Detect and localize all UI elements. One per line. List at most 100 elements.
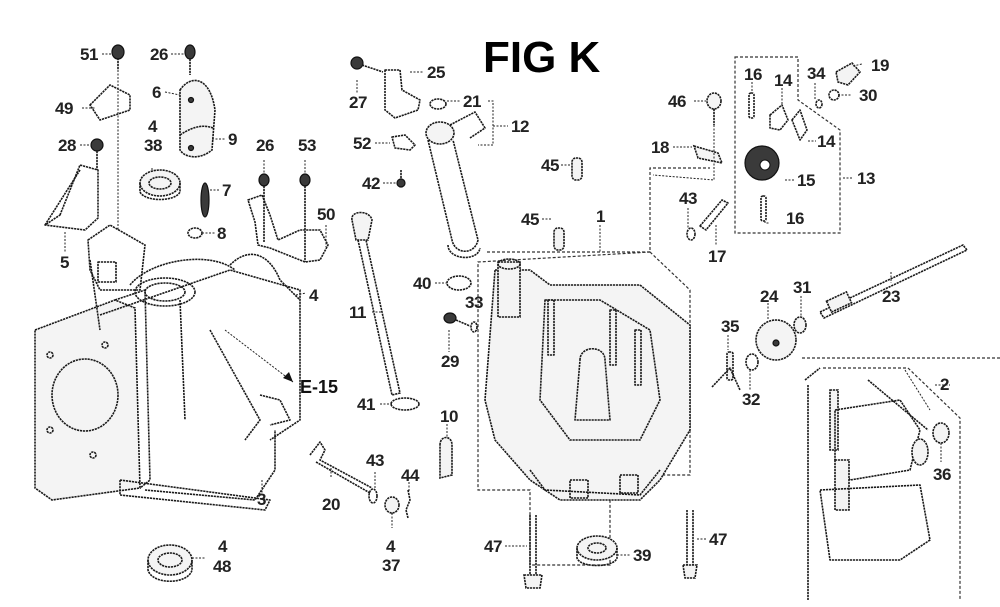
- callout-16[interactable]: 16: [744, 65, 762, 84]
- callout-34[interactable]: 34: [807, 64, 826, 83]
- callout-2[interactable]: 2: [940, 375, 950, 394]
- clip-44: [405, 489, 411, 519]
- callout-18[interactable]: 18: [651, 138, 669, 157]
- callout-9[interactable]: 9: [228, 130, 238, 149]
- e15-arrow-line: [224, 329, 294, 383]
- washer-43-governor: [368, 488, 378, 504]
- callout-52[interactable]: 52: [353, 134, 371, 153]
- callout-6[interactable]: 6: [152, 83, 162, 102]
- callout-40[interactable]: 40: [413, 274, 431, 293]
- bolt-42: [396, 170, 406, 188]
- pin-16-b: [760, 195, 767, 222]
- callout-3[interactable]: 3: [257, 490, 267, 509]
- shaft-23: [819, 244, 968, 319]
- part-10: [439, 436, 453, 480]
- callout-44[interactable]: 44: [401, 466, 420, 485]
- part-52: [391, 134, 416, 151]
- dowel-pin-45-b: [553, 227, 565, 251]
- part-4-governor-holder: [87, 224, 146, 291]
- callout-19[interactable]: 19: [871, 56, 889, 75]
- bolt-47-left: [523, 515, 543, 589]
- o-ring-41: [390, 397, 420, 411]
- callout-16[interactable]: 16: [786, 209, 804, 228]
- part-50-bracket: [247, 173, 329, 263]
- callout-11[interactable]: 11: [349, 303, 367, 322]
- callout-14[interactable]: 14: [774, 71, 793, 90]
- callout-17[interactable]: 17: [708, 247, 726, 266]
- part-6-plate: [179, 79, 216, 158]
- callout-37[interactable]: 37: [382, 556, 400, 575]
- callout-4[interactable]: 4: [309, 286, 320, 305]
- cylinder-block: [34, 253, 301, 511]
- bolt-46: [706, 92, 722, 125]
- callout-23[interactable]: 23: [882, 287, 900, 306]
- part-34: [815, 99, 823, 109]
- callout-8[interactable]: 8: [217, 224, 227, 243]
- breather-assembly-2: [804, 367, 931, 600]
- oil-seal-39: [576, 535, 618, 567]
- callout-28[interactable]: 28: [58, 136, 76, 155]
- callout-27[interactable]: 27: [349, 93, 367, 112]
- callout-46[interactable]: 46: [668, 92, 686, 111]
- o-ring-8: [187, 227, 203, 239]
- callout-42[interactable]: 42: [362, 174, 380, 193]
- callout-4[interactable]: 4: [218, 537, 229, 556]
- callout-45[interactable]: 45: [521, 210, 539, 229]
- leader-lines: [64, 53, 950, 559]
- o-ring-40: [446, 275, 472, 291]
- part-14-a: [769, 104, 789, 131]
- callout-31[interactable]: 31: [793, 278, 811, 297]
- callout-21[interactable]: 21: [463, 92, 481, 111]
- governor-arm-20: [309, 441, 373, 494]
- callout-26[interactable]: 26: [150, 45, 168, 64]
- callout-39[interactable]: 39: [633, 546, 651, 565]
- callout-25[interactable]: 25: [427, 63, 445, 82]
- callout-4[interactable]: 4: [148, 117, 159, 136]
- gear-24: [755, 319, 797, 361]
- oil-seal-38: [139, 169, 181, 201]
- callout-10[interactable]: 10: [440, 407, 458, 426]
- callout-41[interactable]: 41: [357, 395, 375, 414]
- callout-20[interactable]: 20: [322, 495, 340, 514]
- part-17: [699, 199, 729, 231]
- callout-38[interactable]: 38: [144, 136, 162, 155]
- callout-51[interactable]: 51: [80, 45, 98, 64]
- callout-15[interactable]: 15: [797, 171, 815, 190]
- bolt-28: [90, 138, 104, 170]
- callout-35[interactable]: 35: [721, 317, 739, 336]
- callout-33[interactable]: 33: [465, 293, 483, 312]
- oil-seal-36: [932, 422, 950, 444]
- callout-7[interactable]: 7: [222, 181, 232, 200]
- part-5-bracket: [44, 164, 99, 231]
- callout-43[interactable]: 43: [366, 451, 384, 470]
- callout-36[interactable]: 36: [933, 465, 951, 484]
- reference-e-15[interactable]: E-15: [300, 377, 338, 397]
- callout-43[interactable]: 43: [679, 189, 697, 208]
- oil-pump-rotor-15: [744, 145, 780, 181]
- callout-53[interactable]: 53: [298, 136, 316, 155]
- callout-29[interactable]: 29: [441, 352, 459, 371]
- bolt-29: [443, 312, 471, 327]
- callout-30[interactable]: 30: [859, 86, 877, 105]
- callout-48[interactable]: 48: [213, 557, 231, 576]
- callout-5[interactable]: 5: [60, 253, 70, 272]
- callout-4[interactable]: 4: [386, 537, 397, 556]
- callout-14[interactable]: 14: [817, 132, 836, 151]
- part-14-b: [791, 109, 808, 141]
- callout-45[interactable]: 45: [541, 156, 559, 175]
- callout-47[interactable]: 47: [484, 537, 502, 556]
- callout-13[interactable]: 13: [857, 169, 875, 188]
- callout-1[interactable]: 1: [596, 207, 606, 226]
- callout-12[interactable]: 12: [511, 117, 529, 136]
- part-19: [835, 61, 862, 86]
- part-21: [429, 98, 447, 110]
- callout-24[interactable]: 24: [760, 287, 779, 306]
- callout-26[interactable]: 26: [256, 136, 274, 155]
- callout-49[interactable]: 49: [55, 99, 73, 118]
- callout-50[interactable]: 50: [317, 205, 335, 224]
- callout-47[interactable]: 47: [709, 530, 727, 549]
- callout-32[interactable]: 32: [742, 390, 760, 409]
- bolt-47-right: [682, 510, 698, 579]
- washer-31: [793, 316, 807, 334]
